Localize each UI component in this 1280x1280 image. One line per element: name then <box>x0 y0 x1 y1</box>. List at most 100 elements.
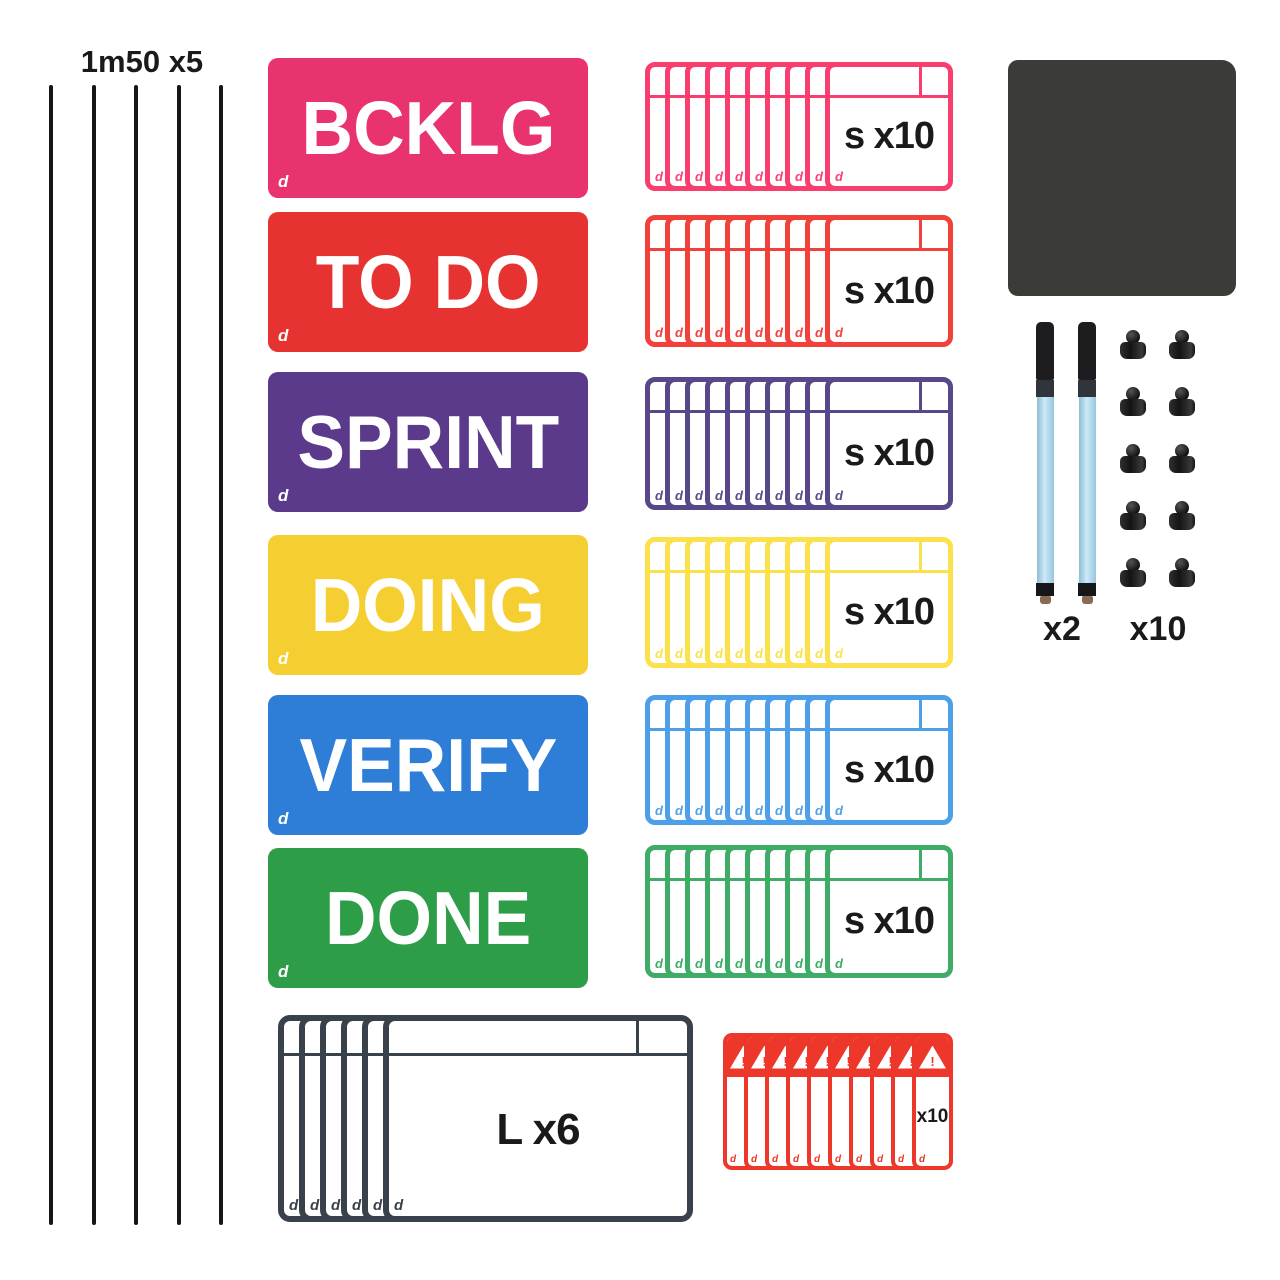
brand-logo-icon: d <box>775 646 783 661</box>
magnet-head <box>1175 501 1189 515</box>
marker-tip <box>1039 596 1051 604</box>
column-plate-todo: d TO DO <box>268 212 588 352</box>
brand-logo-icon: d <box>695 646 703 661</box>
brand-logo-icon: d <box>814 1154 821 1165</box>
card-corner-box <box>919 67 948 95</box>
magnet-base <box>1169 342 1195 359</box>
pin-magnet <box>1169 330 1195 359</box>
brand-logo-icon: d <box>815 956 823 971</box>
pin-magnet <box>1120 501 1146 530</box>
magnet-head <box>1175 330 1189 344</box>
brand-logo-icon: d <box>278 809 289 828</box>
brand-logo-icon: d <box>755 325 763 340</box>
magnetic-strips <box>49 85 223 1225</box>
magnetic-strip <box>91 85 96 1225</box>
marker-cap <box>1036 322 1054 380</box>
magnet-base <box>1169 570 1195 587</box>
whiteboard-marker <box>1036 322 1054 604</box>
brand-logo-icon: d <box>795 646 803 661</box>
brand-logo-icon: d <box>695 956 703 971</box>
brand-logo-icon: d <box>655 488 663 503</box>
card-title-row-line <box>830 382 948 413</box>
brand-logo-icon: d <box>835 803 843 818</box>
brand-logo-icon: d <box>655 325 663 340</box>
marker-band <box>1078 583 1096 596</box>
marker-collar <box>1036 380 1054 397</box>
brand-logo-icon: d <box>394 1197 404 1214</box>
brand-logo-icon: d <box>695 169 703 184</box>
pin-magnet <box>1169 444 1195 473</box>
brand-logo-icon: d <box>715 803 723 818</box>
pin-magnet <box>1120 330 1146 359</box>
brand-logo-icon: d <box>755 956 763 971</box>
brand-logo-icon: d <box>655 646 663 661</box>
magnet-head <box>1126 501 1140 515</box>
brand-logo-icon: d <box>735 169 743 184</box>
pin-magnet <box>1169 387 1195 416</box>
brand-logo-icon: d <box>775 803 783 818</box>
card-title-row-line <box>830 220 948 251</box>
card-corner-box <box>636 1021 687 1053</box>
brand-logo-icon: d <box>278 326 289 345</box>
marker-cap <box>1078 322 1096 380</box>
brand-logo-icon: d <box>815 169 823 184</box>
brand-logo-icon: d <box>715 169 723 184</box>
brand-logo-icon: d <box>655 803 663 818</box>
brand-logo-icon: d <box>835 1154 842 1165</box>
brand-logo-icon: d <box>735 803 743 818</box>
brand-logo-icon: d <box>755 169 763 184</box>
brand-logo-icon: d <box>730 1154 737 1165</box>
brand-logo-icon: d <box>795 956 803 971</box>
marker-tip <box>1081 596 1093 604</box>
brand-logo-icon: d <box>289 1197 299 1214</box>
magnet-head <box>1175 387 1189 401</box>
brand-logo-icon: d <box>877 1154 884 1165</box>
pin-magnet <box>1169 558 1195 587</box>
stack-quantity-label: s x10 <box>843 432 935 474</box>
column-plate-text: DONE <box>324 875 532 961</box>
magnet-head <box>1126 387 1140 401</box>
brand-logo-icon: d <box>715 956 723 971</box>
brand-logo-icon: d <box>815 325 823 340</box>
strips-quantity-label: 1m50 x5 <box>80 44 204 79</box>
brand-logo-icon: d <box>715 488 723 503</box>
warning-card-header: ! <box>916 1037 949 1077</box>
stack-quantity-label: s x10 <box>843 269 935 312</box>
card-title-row-line <box>830 700 948 731</box>
brand-logo-icon: d <box>735 325 743 340</box>
marker-collar <box>1078 380 1096 397</box>
magnet-base <box>1169 513 1195 530</box>
column-plate-text: BCKLG <box>301 85 555 171</box>
stack-quantity-label: s x10 <box>843 115 935 157</box>
card-corner-box <box>919 542 948 570</box>
magnet-base <box>1169 456 1195 473</box>
magnet-base <box>1120 399 1146 416</box>
stack-quantity-label: s x10 <box>843 748 935 791</box>
brand-logo-icon: d <box>772 1154 779 1165</box>
brand-logo-icon: d <box>675 325 683 340</box>
pin-magnet <box>1120 558 1146 587</box>
magnet-base <box>1120 342 1146 359</box>
brand-logo-icon: d <box>675 803 683 818</box>
brand-logo-icon: d <box>331 1197 341 1214</box>
brand-logo-icon: d <box>775 325 783 340</box>
magnet-head <box>1126 330 1140 344</box>
brand-logo-icon: d <box>715 325 723 340</box>
brand-logo-icon: d <box>835 169 843 184</box>
column-plate-doing: d DOING <box>268 535 588 675</box>
brand-logo-icon: d <box>675 169 683 184</box>
magnet-base <box>1169 399 1195 416</box>
magnetic-strip <box>134 85 138 1225</box>
